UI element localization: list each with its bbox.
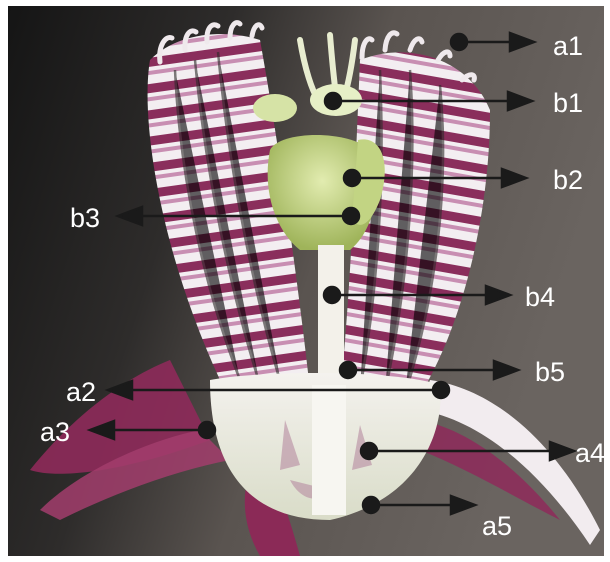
- label-a1: a1: [553, 31, 583, 61]
- label-a5: a5: [482, 511, 512, 541]
- label-b1: b1: [553, 88, 583, 118]
- label-b3: b3: [70, 203, 100, 233]
- central-column: [312, 385, 346, 515]
- label-a4: a4: [575, 438, 605, 468]
- stigma-lobe-left: [253, 94, 297, 122]
- androgynophore: [318, 245, 344, 385]
- label-b2: b2: [553, 165, 583, 195]
- label-b5: b5: [535, 357, 565, 387]
- label-a3: a3: [40, 417, 70, 447]
- label-b4: b4: [525, 282, 555, 312]
- label-a2: a2: [66, 377, 96, 407]
